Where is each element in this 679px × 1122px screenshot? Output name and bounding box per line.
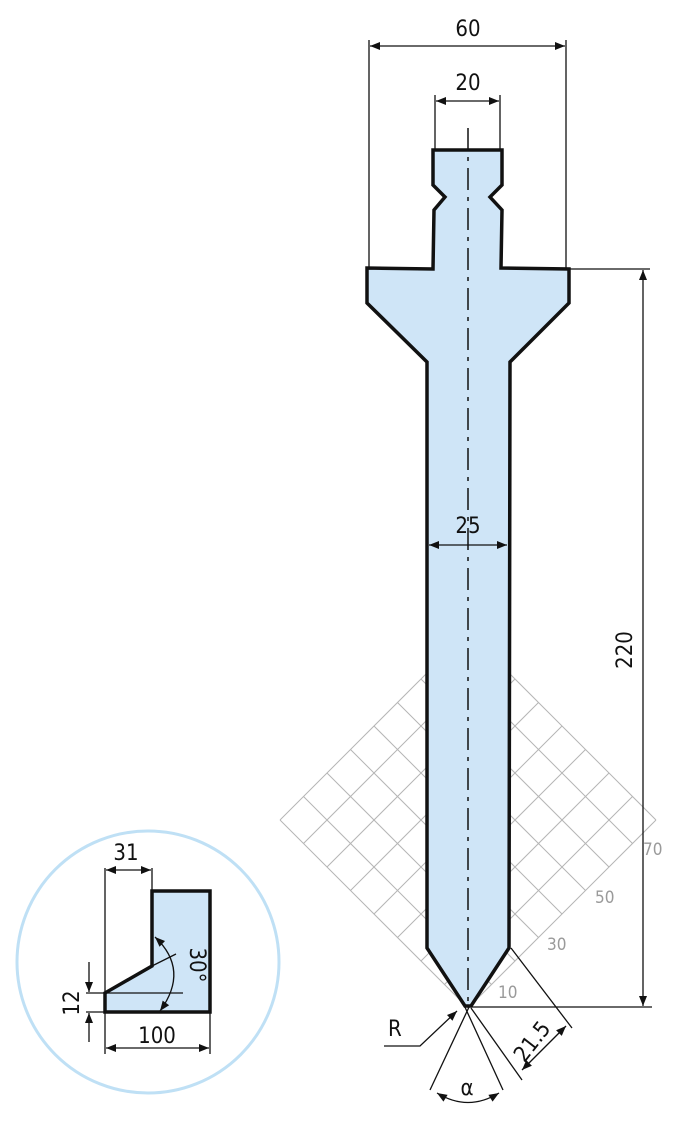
svg-text:60: 60 [455,17,480,42]
inset-edge-height: 12 [60,990,85,1015]
dimension-angle-alpha: α [429,1004,504,1104]
dimension-height: 220 [472,268,652,1008]
inset-angle: 30° [184,947,209,982]
dimension-radius: R [384,1010,458,1047]
grid-label-70: 70 [643,840,662,860]
grid-line [467,819,657,1009]
svg-text:25: 25 [455,514,480,539]
svg-text:α: α [460,1076,473,1101]
grid-label-50: 50 [595,888,614,908]
inset-circle [15,829,281,1095]
dimension-blade-width: 25 [429,514,507,549]
tool-tip-detail-inset: 30° 31 100 12 [15,829,281,1095]
grid-label-30: 30 [547,935,566,955]
svg-text:20: 20 [455,71,480,96]
grid-label-10: 10 [498,983,517,1003]
inset-offset-width: 31 [113,841,138,866]
svg-text:R: R [388,1017,402,1042]
inset-base-width: 100 [138,1024,176,1049]
dimension-top-width: 60 [368,17,567,268]
svg-text:220: 220 [613,631,638,669]
dimension-tang-width: 20 [434,71,501,150]
